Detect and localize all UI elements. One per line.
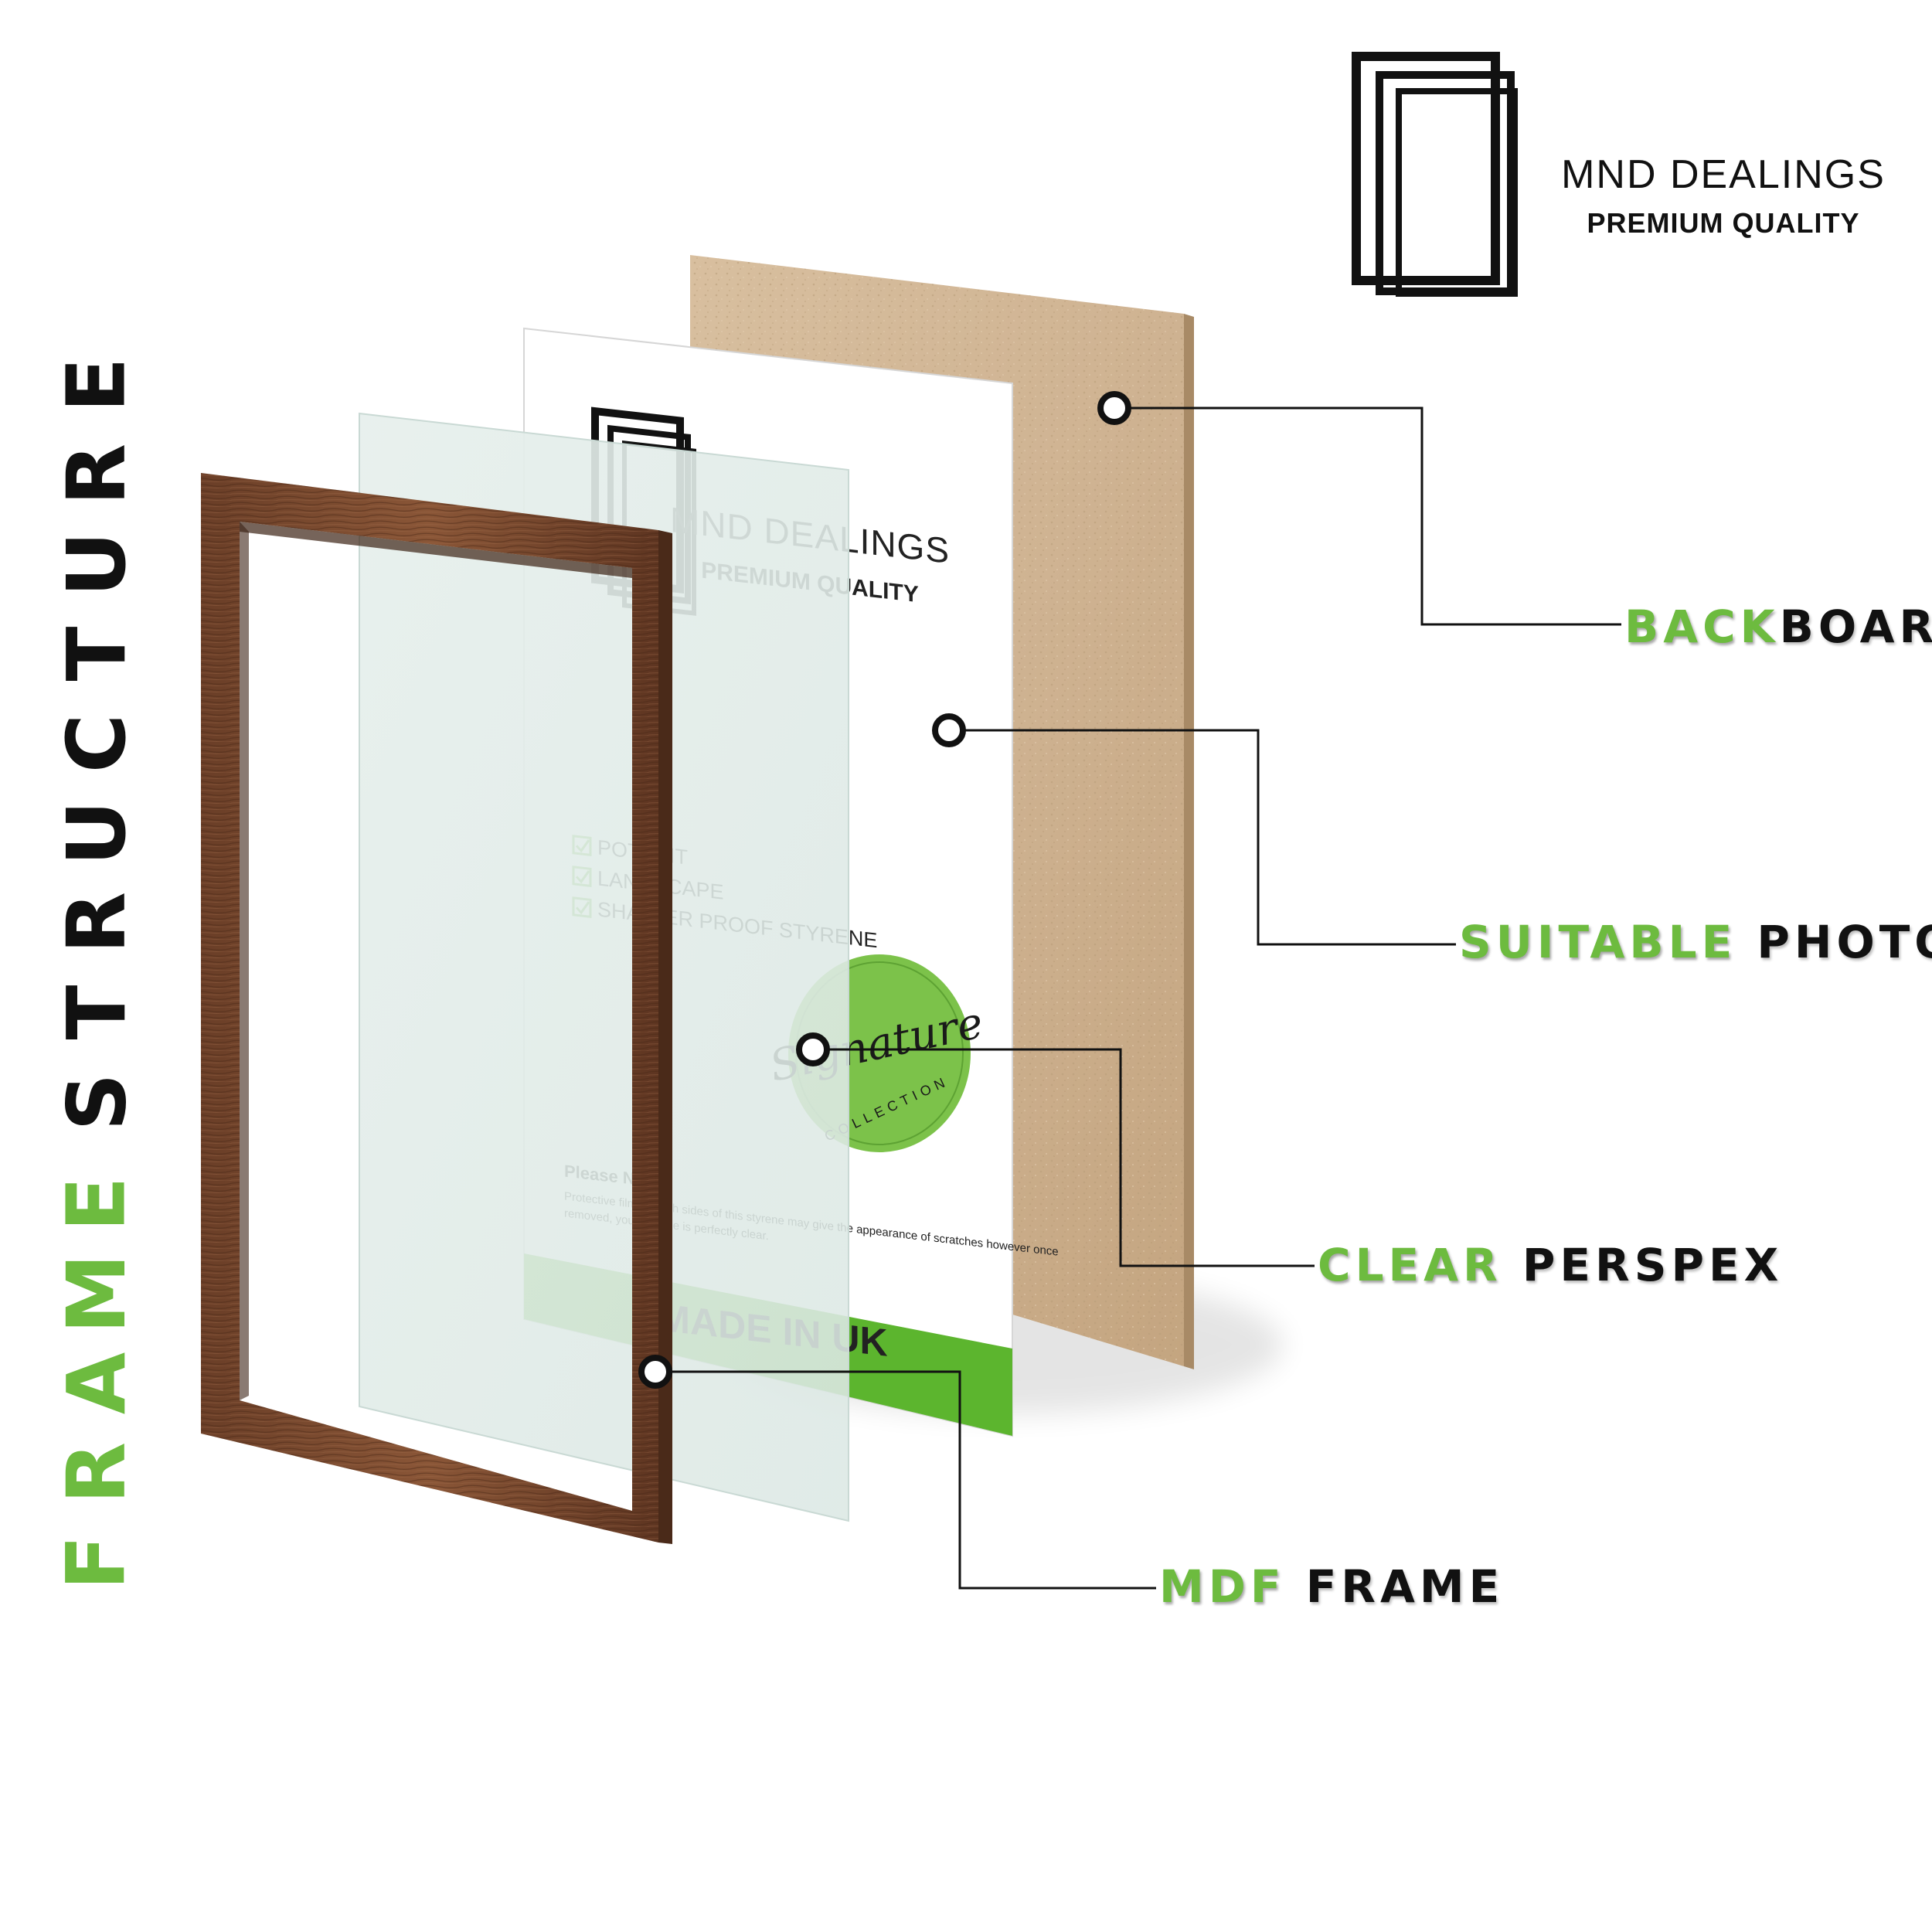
callout-backboard-highlight: BACK xyxy=(1624,600,1780,653)
brand-logo-icon xyxy=(1352,52,1518,297)
mdf-frame xyxy=(201,473,672,1544)
callout-mdf-frame: MDF FRAME xyxy=(1159,1564,1504,1609)
callout-backboard-rest: BOARD xyxy=(1779,600,1932,653)
callout-photo-rest: PHOTO xyxy=(1757,916,1932,968)
brand-tagline: PREMIUM QUALITY xyxy=(1587,207,1860,239)
perspex-marker-dot xyxy=(796,1032,830,1066)
callout-perspex-highlight: CLEAR xyxy=(1318,1239,1502,1291)
callout-clear-perspex: CLEAR PERSPEX xyxy=(1318,1243,1783,1287)
photo-marker-dot xyxy=(932,713,966,747)
perspex-leader-line xyxy=(813,1048,1315,1267)
backboard-marker-dot xyxy=(1097,391,1131,425)
callout-frame-rest: FRAME xyxy=(1305,1560,1505,1613)
callout-photo-highlight: SUITABLE xyxy=(1459,916,1737,968)
photo-leader-line xyxy=(949,729,1456,946)
clear-perspex xyxy=(359,412,849,1522)
brand-name: MND DEALINGS xyxy=(1561,152,1886,197)
frame-leader-line xyxy=(655,1370,1156,1590)
callout-backboard: BACKBOARD xyxy=(1624,604,1932,649)
backboard-leader-line xyxy=(1114,406,1621,626)
callout-suitable-photo: SUITABLE PHOTO xyxy=(1459,920,1932,964)
callout-frame-highlight: MDF xyxy=(1159,1560,1286,1613)
frame-marker-dot xyxy=(638,1355,672,1389)
callout-perspex-rest: PERSPEX xyxy=(1522,1239,1784,1291)
